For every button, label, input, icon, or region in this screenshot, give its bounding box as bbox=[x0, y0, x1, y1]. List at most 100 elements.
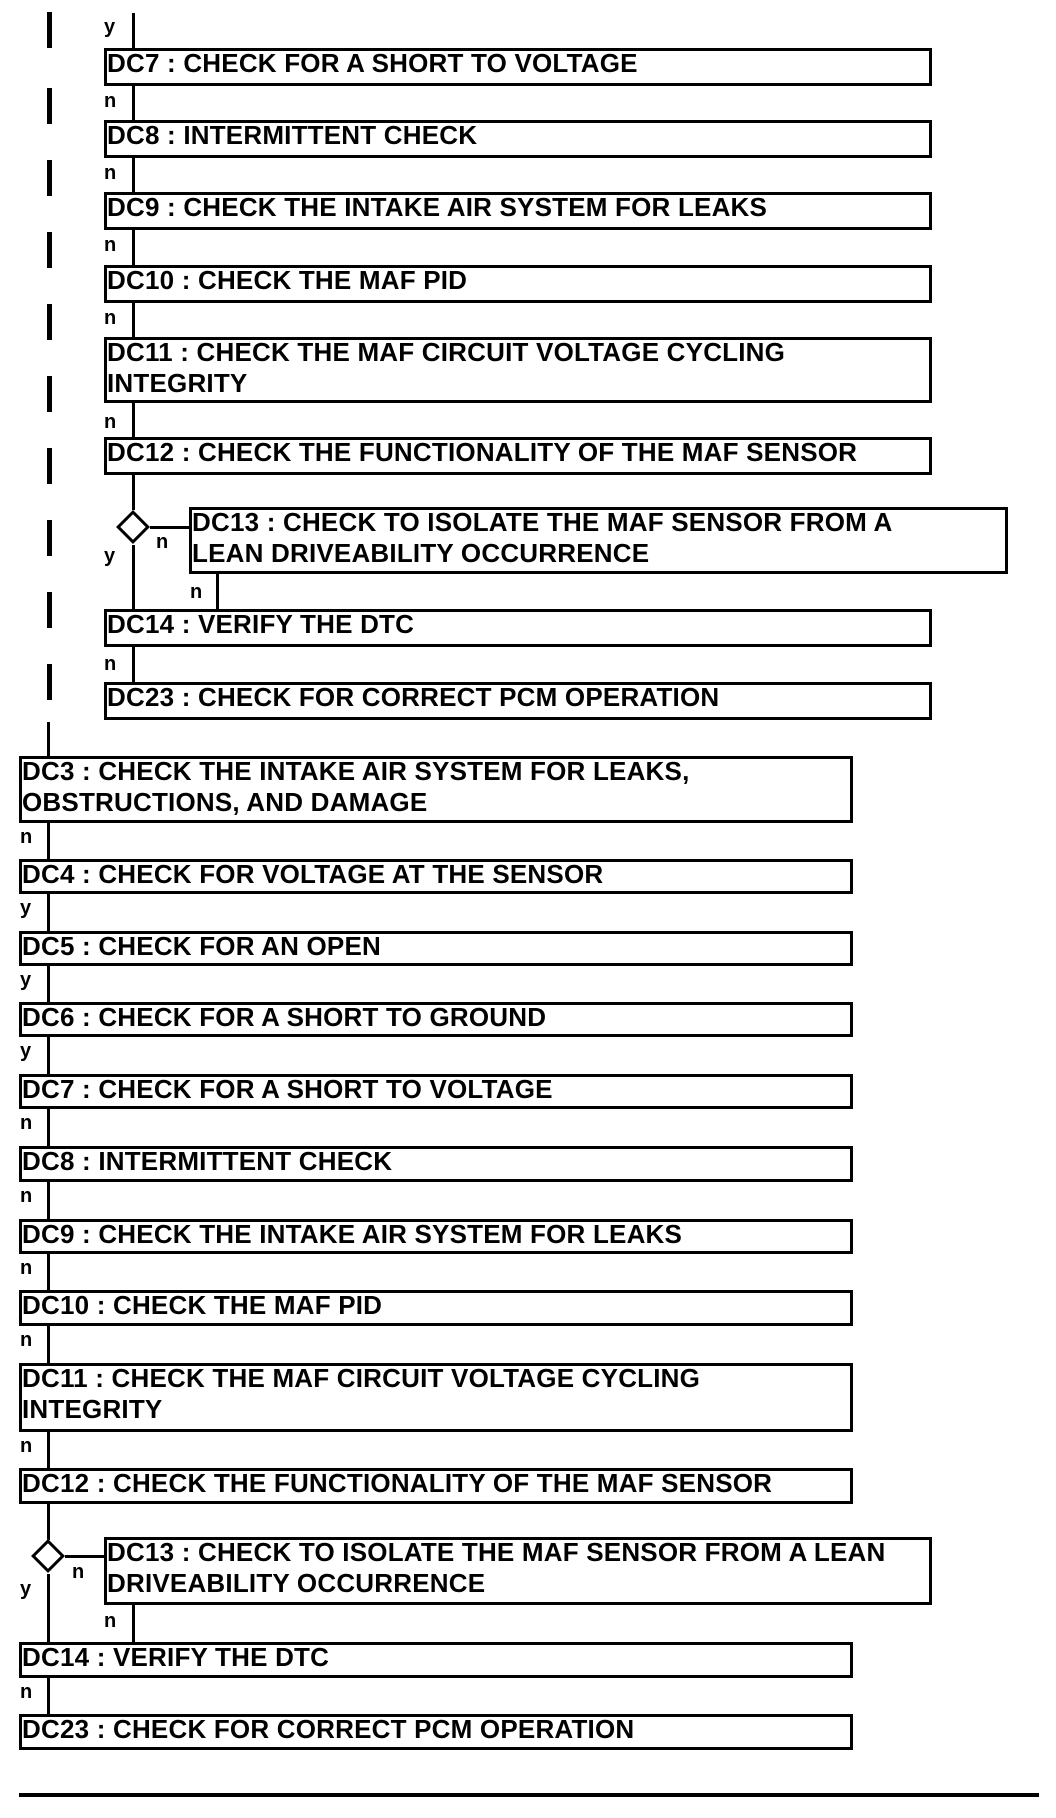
step-dc4-label: DC4 : CHECK FOR VOLTAGE AT THE SENSOR bbox=[22, 859, 604, 889]
step-dc23-upper: DC23 : CHECK FOR CORRECT PCM OPERATION bbox=[104, 682, 932, 720]
no-label: n bbox=[104, 1610, 117, 1632]
step-dc5: DC5 : CHECK FOR AN OPEN bbox=[19, 931, 853, 966]
dashed-line-segment bbox=[47, 664, 52, 700]
step-dc8-lower-label: DC8 : INTERMITTENT CHECK bbox=[22, 1146, 393, 1176]
connector-line bbox=[216, 574, 219, 609]
connector-line bbox=[132, 545, 135, 609]
connector-line bbox=[47, 1574, 50, 1642]
no-label: n bbox=[104, 162, 117, 184]
connector-line bbox=[47, 1432, 50, 1468]
step-dc6-label: DC6 : CHECK FOR A SHORT TO GROUND bbox=[22, 1002, 547, 1032]
step-dc7-upper-label: DC7 : CHECK FOR A SHORT TO VOLTAGE bbox=[107, 48, 638, 78]
step-dc23-lower-label: DC23 : CHECK FOR CORRECT PCM OPERATION bbox=[22, 1714, 635, 1744]
no-label: n bbox=[104, 411, 117, 433]
step-dc12-lower-label: DC12 : CHECK THE FUNCTIONALITY OF THE MA… bbox=[22, 1468, 773, 1498]
yes-label: y bbox=[20, 1578, 32, 1600]
dashed-line-segment bbox=[47, 592, 52, 628]
connector-line bbox=[47, 966, 50, 1002]
step-dc8-upper: DC8 : INTERMITTENT CHECK bbox=[104, 120, 932, 158]
step-dc9-upper: DC9 : CHECK THE INTAKE AIR SYSTEM FOR LE… bbox=[104, 192, 932, 230]
connector-line bbox=[47, 1326, 50, 1363]
no-label: n bbox=[20, 1435, 33, 1457]
no-label: n bbox=[72, 1561, 85, 1583]
dashed-line-segment bbox=[47, 304, 52, 340]
connector-line bbox=[132, 647, 135, 682]
step-dc12-upper: DC12 : CHECK THE FUNCTIONALITY OF THE MA… bbox=[104, 437, 932, 475]
step-dc7-lower: DC7 : CHECK FOR A SHORT TO VOLTAGE bbox=[19, 1074, 853, 1109]
yes-label: y bbox=[20, 969, 32, 991]
step-dc10-lower: DC10 : CHECK THE MAF PID bbox=[19, 1290, 853, 1326]
connector-line bbox=[132, 475, 135, 510]
step-dc7-upper: DC7 : CHECK FOR A SHORT TO VOLTAGE bbox=[104, 48, 932, 86]
connector-line bbox=[132, 1605, 135, 1642]
yes-label: y bbox=[20, 897, 32, 919]
step-dc6: DC6 : CHECK FOR A SHORT TO GROUND bbox=[19, 1002, 853, 1037]
connector-line bbox=[47, 823, 50, 859]
no-label: n bbox=[20, 1681, 33, 1703]
no-label: n bbox=[104, 90, 117, 112]
dashed-line-segment bbox=[47, 88, 52, 124]
step-dc9-lower: DC9 : CHECK THE INTAKE AIR SYSTEM FOR LE… bbox=[19, 1219, 853, 1254]
no-label: n bbox=[104, 234, 117, 256]
connector-line bbox=[47, 1254, 50, 1290]
step-dc12-upper-label: DC12 : CHECK THE FUNCTIONALITY OF THE MA… bbox=[107, 437, 858, 467]
no-label: n bbox=[20, 826, 33, 848]
step-dc13-lower-label: DC13 : CHECK TO ISOLATE THE MAF SENSOR F… bbox=[107, 1537, 886, 1598]
bottom-divider bbox=[19, 1793, 1039, 1797]
dashed-line-segment bbox=[47, 376, 52, 412]
connector-line bbox=[65, 1555, 105, 1558]
step-dc14-lower-label: DC14 : VERIFY THE DTC bbox=[22, 1642, 330, 1672]
step-dc8-upper-label: DC8 : INTERMITTENT CHECK bbox=[107, 120, 478, 150]
step-dc13-upper-label: DC13 : CHECK TO ISOLATE THE MAF SENSOR F… bbox=[192, 507, 893, 568]
yes-label: y bbox=[104, 16, 116, 38]
no-label: n bbox=[104, 307, 117, 329]
step-dc9-upper-label: DC9 : CHECK THE INTAKE AIR SYSTEM FOR LE… bbox=[107, 192, 768, 222]
connector-line bbox=[47, 1678, 50, 1714]
dashed-line-segment bbox=[47, 520, 52, 556]
step-dc3: DC3 : CHECK THE INTAKE AIR SYSTEM FOR LE… bbox=[19, 756, 853, 823]
step-dc14-lower: DC14 : VERIFY THE DTC bbox=[19, 1642, 853, 1678]
connector-line bbox=[47, 1504, 50, 1540]
yes-label: y bbox=[20, 1040, 32, 1062]
connector-line bbox=[132, 230, 135, 265]
step-dc11-upper: DC11 : CHECK THE MAF CIRCUIT VOLTAGE CYC… bbox=[104, 337, 932, 403]
step-dc9-lower-label: DC9 : CHECK THE INTAKE AIR SYSTEM FOR LE… bbox=[22, 1219, 683, 1249]
step-dc10-upper: DC10 : CHECK THE MAF PID bbox=[104, 265, 932, 303]
no-label: n bbox=[190, 581, 203, 603]
no-label: n bbox=[104, 653, 117, 675]
no-label: n bbox=[156, 531, 169, 553]
connector-line bbox=[47, 894, 50, 931]
step-dc10-upper-label: DC10 : CHECK THE MAF PID bbox=[107, 265, 468, 295]
connector-line bbox=[47, 1109, 50, 1146]
step-dc10-lower-label: DC10 : CHECK THE MAF PID bbox=[22, 1290, 383, 1320]
connector-line bbox=[132, 403, 135, 437]
dashed-line-segment bbox=[47, 12, 52, 48]
step-dc7-lower-label: DC7 : CHECK FOR A SHORT TO VOLTAGE bbox=[22, 1074, 553, 1104]
connector-line bbox=[47, 722, 50, 759]
step-dc11-upper-label: DC11 : CHECK THE MAF CIRCUIT VOLTAGE CYC… bbox=[107, 337, 786, 398]
step-dc14-upper: DC14 : VERIFY THE DTC bbox=[104, 609, 932, 647]
step-dc12-lower: DC12 : CHECK THE FUNCTIONALITY OF THE MA… bbox=[19, 1468, 853, 1504]
step-dc8-lower: DC8 : INTERMITTENT CHECK bbox=[19, 1146, 853, 1182]
step-dc13-upper: DC13 : CHECK TO ISOLATE THE MAF SENSOR F… bbox=[189, 507, 1008, 574]
decision-diamond bbox=[116, 510, 150, 544]
step-dc13-lower: DC13 : CHECK TO ISOLATE THE MAF SENSOR F… bbox=[104, 1537, 932, 1605]
step-dc11-lower: DC11 : CHECK THE MAF CIRCUIT VOLTAGE CYC… bbox=[19, 1363, 853, 1432]
step-dc23-lower: DC23 : CHECK FOR CORRECT PCM OPERATION bbox=[19, 1714, 853, 1750]
connector-line bbox=[132, 13, 135, 48]
step-dc4: DC4 : CHECK FOR VOLTAGE AT THE SENSOR bbox=[19, 859, 853, 894]
step-dc5-label: DC5 : CHECK FOR AN OPEN bbox=[22, 931, 381, 961]
yes-label: y bbox=[104, 545, 116, 567]
connector-line bbox=[132, 158, 135, 192]
dashed-line-segment bbox=[47, 232, 52, 268]
decision-diamond bbox=[31, 1539, 65, 1573]
step-dc14-upper-label: DC14 : VERIFY THE DTC bbox=[107, 609, 415, 639]
step-dc23-upper-label: DC23 : CHECK FOR CORRECT PCM OPERATION bbox=[107, 682, 720, 712]
connector-line bbox=[132, 86, 135, 120]
no-label: n bbox=[20, 1257, 33, 1279]
connector-line bbox=[132, 303, 135, 337]
no-label: n bbox=[20, 1185, 33, 1207]
no-label: n bbox=[20, 1329, 33, 1351]
connector-line bbox=[47, 1182, 50, 1219]
